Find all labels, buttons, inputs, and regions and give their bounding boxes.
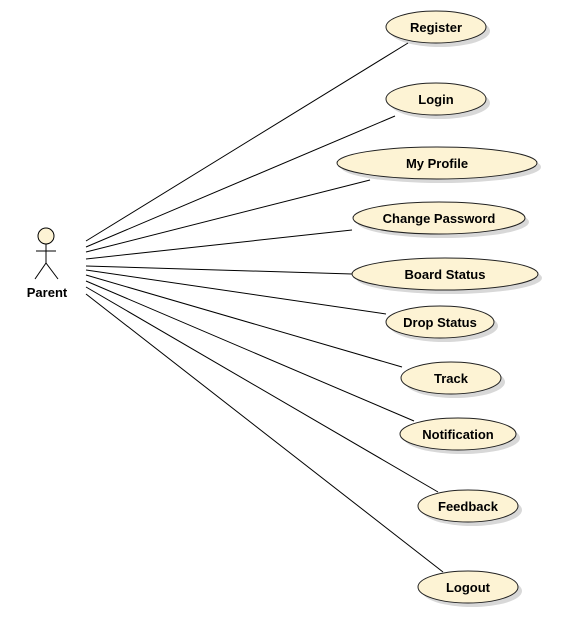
use-case-register[interactable]: Register: [385, 10, 487, 44]
use-case-change-password[interactable]: Change Password: [352, 201, 526, 235]
association-track: [85, 274, 403, 368]
use-case-label-login: Login: [418, 92, 453, 107]
use-case-label-notification: Notification: [422, 427, 494, 442]
actor-label: Parent: [27, 285, 68, 300]
use-case-ellipse-feedback: [417, 489, 519, 523]
use-case-label-drop-status: Drop Status: [403, 315, 477, 330]
use-case-ellipse-change-password: [352, 201, 526, 235]
use-case-notification[interactable]: Notification: [399, 417, 517, 451]
use-case-ellipse-board-status: [351, 257, 539, 291]
use-case-feedback[interactable]: Feedback: [417, 489, 519, 523]
use-case-label-register: Register: [410, 20, 462, 35]
use-case-label-feedback: Feedback: [438, 499, 499, 514]
use-case-board-status[interactable]: Board Status: [351, 257, 539, 291]
association-lines: [85, 42, 444, 573]
association-drop-status: [85, 269, 387, 315]
use-case-ellipse-logout: [417, 570, 519, 604]
association-feedback: [85, 286, 439, 493]
association-logout: [85, 293, 444, 573]
use-case-ellipse-track: [400, 361, 502, 395]
association-board-status: [85, 265, 353, 275]
use-case-ellipse-register: [385, 10, 487, 44]
stick-figure-icon: [34, 227, 59, 280]
association-notification: [85, 280, 415, 422]
use-case-ellipse-login: [385, 82, 487, 116]
use-case-label-track: Track: [434, 371, 469, 386]
actor-parent[interactable]: Parent: [27, 227, 68, 300]
use-case-label-board-status: Board Status: [405, 267, 486, 282]
association-my-profile: [85, 179, 371, 253]
association-login: [85, 115, 396, 248]
use-case-drop-status[interactable]: Drop Status: [385, 305, 495, 339]
association-change-password: [85, 229, 353, 260]
use-case-logout[interactable]: Logout: [417, 570, 519, 604]
use-case-my-profile[interactable]: My Profile: [336, 146, 538, 180]
use-case-ellipse-my-profile: [336, 146, 538, 180]
use-case-track[interactable]: Track: [400, 361, 502, 395]
use-case-ellipse-drop-status: [385, 305, 495, 339]
use-case-ellipse-notification: [399, 417, 517, 451]
association-register: [85, 42, 409, 242]
use-case-login[interactable]: Login: [385, 82, 487, 116]
use-case-label-my-profile: My Profile: [406, 156, 468, 171]
use-case-label-change-password: Change Password: [383, 211, 496, 226]
use-case-label-logout: Logout: [446, 580, 491, 595]
